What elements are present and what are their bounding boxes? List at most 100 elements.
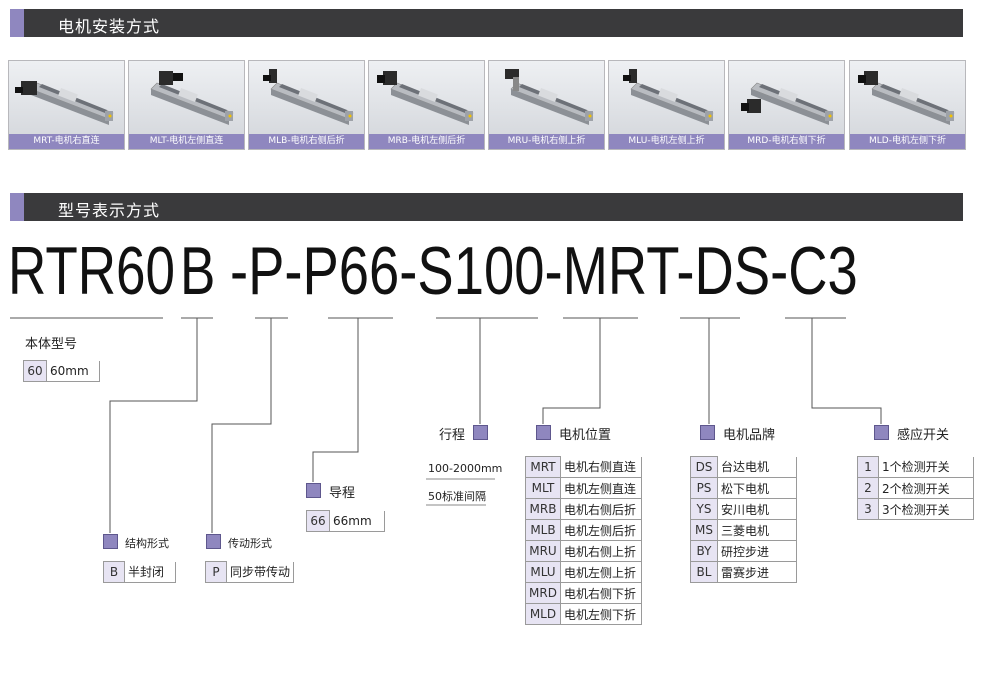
structure-marker — [103, 534, 118, 549]
option-code: MRT — [525, 456, 561, 478]
mount-caption: MLT-电机左侧直连 — [129, 134, 244, 149]
option-description: 雷赛步进 — [717, 561, 797, 583]
option-description: 1个检测开关 — [878, 456, 974, 478]
option-code: 3 — [857, 498, 879, 520]
option-code: MLD — [525, 603, 561, 625]
linear-module-icon — [15, 81, 114, 125]
option-code: MRB — [525, 498, 561, 520]
install-section-title: 电机安装方式 — [58, 17, 161, 36]
linear-module-icon — [741, 82, 834, 125]
option-code: MLU — [525, 561, 561, 583]
option-description: 电机右侧直连 — [560, 456, 642, 478]
sensor-marker — [874, 425, 889, 440]
stroke-marker — [473, 425, 488, 440]
option-code: BY — [690, 540, 718, 562]
mount-caption: MLU-电机左侧上折 — [609, 134, 724, 149]
mount-caption: MLD-电机左侧下折 — [850, 134, 965, 149]
section-marker — [10, 193, 24, 221]
drive-marker — [206, 534, 221, 549]
option-code: 66 — [306, 510, 330, 532]
option-description: 电机左侧下折 — [560, 603, 642, 625]
mount-caption: MLB-电机右侧后折 — [249, 134, 364, 149]
mount-thumbnail: MRD-电机右侧下折 — [728, 60, 845, 150]
mount-thumbnail: MLD-电机左侧下折 — [849, 60, 966, 150]
section-marker — [10, 9, 24, 37]
option-description: 安川电机 — [717, 498, 797, 520]
option-code: MRD — [525, 582, 561, 604]
option-code: 1 — [857, 456, 879, 478]
motor-brand-marker — [700, 425, 715, 440]
option-description: 研控步进 — [717, 540, 797, 562]
drive-label: 传动形式 — [228, 537, 272, 550]
option-code: MLB — [525, 519, 561, 541]
lead-marker — [306, 483, 321, 498]
option-description: 台达电机 — [717, 456, 797, 478]
linear-module-icon — [263, 69, 354, 125]
option-code: MLT — [525, 477, 561, 499]
option-description: 松下电机 — [717, 477, 797, 499]
structure-label: 结构形式 — [125, 537, 169, 550]
mount-caption: MRB-电机左侧后折 — [369, 134, 484, 149]
option-description: 3个检测开关 — [878, 498, 974, 520]
option-description: 电机左侧后折 — [560, 519, 642, 541]
stroke-step: 50标准间隔 — [428, 490, 486, 503]
model-section-title: 型号表示方式 — [58, 201, 161, 220]
motor-brand-label: 电机品牌 — [723, 428, 776, 443]
mount-thumbnail: MRU-电机右侧上折 — [488, 60, 605, 150]
option-description: 同步带传动 — [226, 561, 295, 583]
option-description: 66mm — [329, 510, 385, 532]
stroke-range: 100-2000mm — [428, 462, 503, 475]
option-code: MRU — [525, 540, 561, 562]
option-description: 三菱电机 — [717, 519, 797, 541]
option-description: 电机左侧上折 — [560, 561, 642, 583]
body-model-label: 本体型号 — [25, 337, 78, 352]
install-section-header: 电机安装方式 — [10, 9, 963, 37]
option-code: MS — [690, 519, 718, 541]
mount-caption: MRD-电机右侧下折 — [729, 134, 844, 149]
mount-thumbnail: MRT-电机右直连 — [8, 60, 125, 150]
option-code: DS — [690, 456, 718, 478]
linear-module-icon — [623, 69, 714, 125]
model-code-base: RTR60 — [8, 233, 176, 309]
mount-thumbnail: MLB-电机右侧后折 — [248, 60, 365, 150]
option-description: 60mm — [46, 360, 100, 382]
option-code: B — [103, 561, 125, 583]
option-description: 电机右侧上折 — [560, 540, 642, 562]
model-code-rest: -P-P66-S100-MRT-DS-C3 — [230, 233, 858, 309]
linear-module-icon — [505, 69, 594, 125]
motor-position-label: 电机位置 — [559, 428, 612, 443]
option-description: 半封闭 — [124, 561, 176, 583]
option-code: BL — [690, 561, 718, 583]
model-section-header: 型号表示方式 — [10, 193, 963, 221]
